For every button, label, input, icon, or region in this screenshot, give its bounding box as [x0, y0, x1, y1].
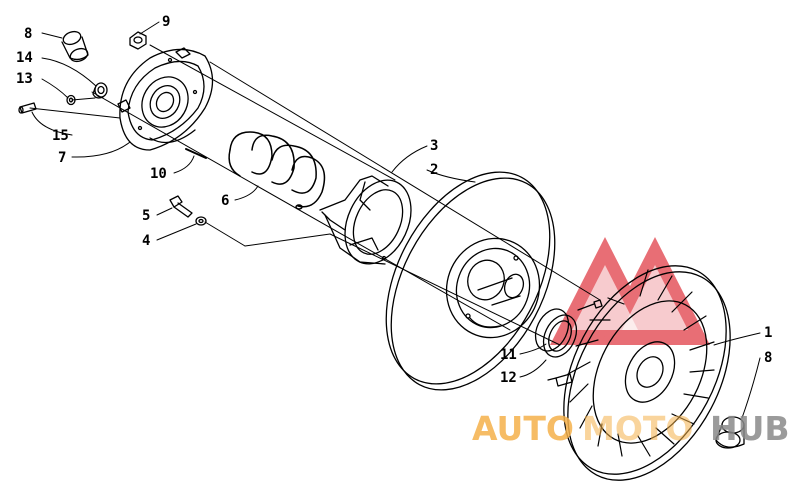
callout-14: 14: [16, 50, 33, 66]
callout-8-bottom: 8: [764, 350, 772, 366]
callout-11: 11: [500, 347, 517, 363]
callout-9: 9: [162, 14, 170, 30]
watermark-word-moto: MOTO: [582, 409, 693, 448]
part-7-cover: [117, 47, 214, 151]
callout-6: 6: [221, 193, 229, 209]
part-callouts: 8 9 14 13 15 7 10 6 5 4 3 2 1 8 11 12: [16, 14, 772, 386]
part-6-spring: [228, 131, 326, 210]
callout-12: 12: [500, 370, 517, 386]
part-2-sheave: [385, 171, 556, 391]
watermark-word-hub: HUB: [710, 409, 790, 448]
callout-5: 5: [142, 208, 150, 224]
callout-1: 1: [764, 325, 772, 341]
part-14-bushing: [92, 82, 108, 99]
part-8-bushing-bottom: [715, 416, 745, 449]
callout-7: 7: [58, 150, 66, 166]
callout-15: 15: [52, 128, 69, 144]
part-11-ring: [542, 314, 578, 358]
watermark-word-auto: AUTO: [472, 409, 574, 448]
part-3-hub: [319, 175, 412, 265]
callout-13: 13: [16, 71, 33, 87]
part-15-pin: [18, 102, 37, 114]
watermark-text: AUTO MOTO HUB: [472, 409, 790, 448]
part-8-bushing-top: [61, 30, 89, 63]
callout-2: 2: [430, 162, 438, 178]
part-1-fixed-sheave: [547, 265, 731, 481]
part-9-nut: [129, 31, 147, 50]
watermark-logo: [550, 237, 710, 345]
part-12-ring: [534, 308, 570, 352]
callout-3: 3: [430, 138, 438, 154]
part-10-pin: [185, 148, 207, 159]
part-5-bolt: [169, 195, 193, 218]
part-13-washer: [66, 94, 76, 106]
part-4-washer: [195, 216, 207, 226]
callout-4: 4: [142, 233, 150, 249]
assembly-lines: [29, 44, 601, 346]
callout-8-top: 8: [24, 26, 32, 42]
leader-lines: [31, 21, 761, 419]
callout-10: 10: [150, 166, 167, 182]
